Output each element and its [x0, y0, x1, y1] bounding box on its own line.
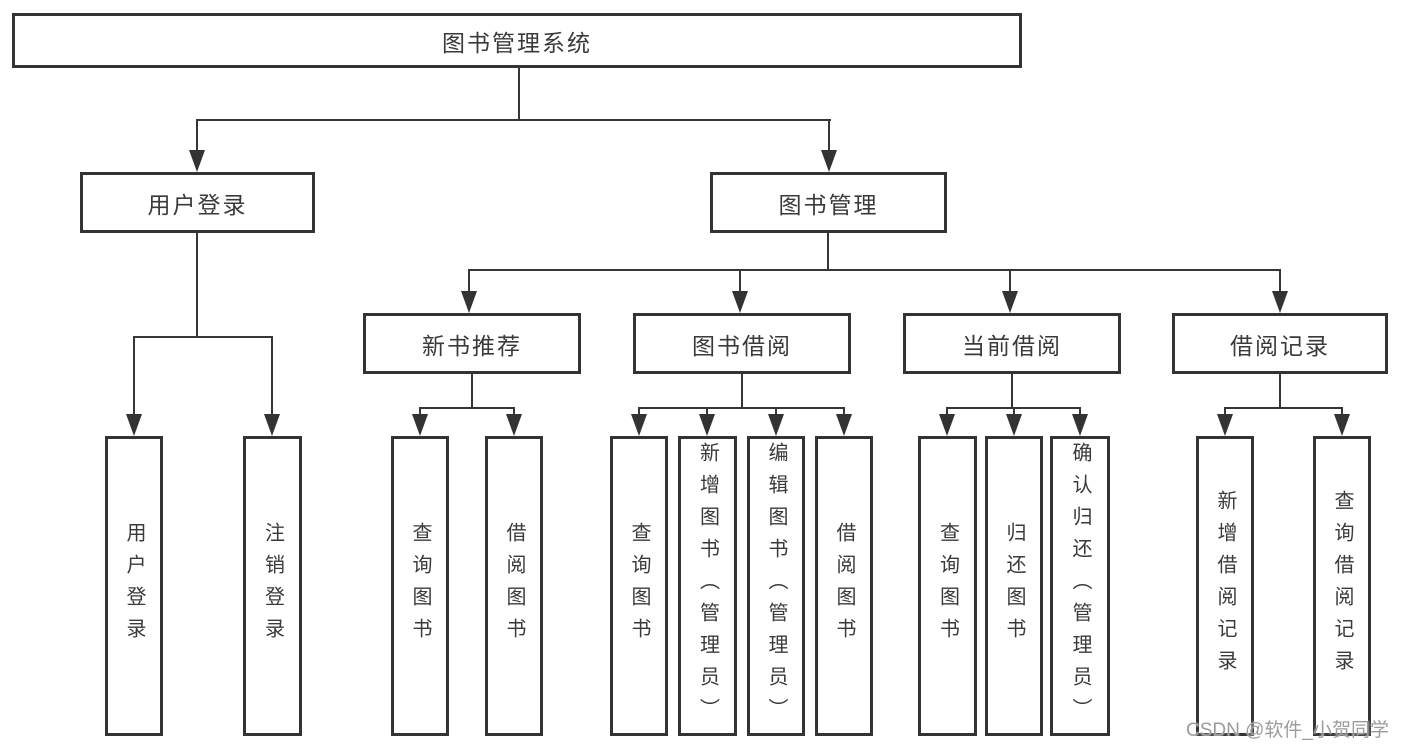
- connector-line: [1224, 407, 1226, 416]
- leaf-confirm-return-admin: 确认归还（管理员）: [1050, 436, 1110, 736]
- connector-line: [946, 407, 948, 416]
- connector-line: [1341, 407, 1343, 416]
- connector-line: [1279, 269, 1281, 293]
- connector-line: [419, 407, 515, 409]
- node-borrowing-records: 借阅记录: [1172, 313, 1388, 374]
- arrow-down-icon: [821, 150, 837, 172]
- node-label: 用户登录: [147, 191, 248, 218]
- leaf-return-book: 归还图书: [985, 436, 1043, 736]
- connector-line: [1079, 407, 1081, 416]
- connector-line: [828, 119, 830, 152]
- connector-line: [638, 407, 845, 409]
- connector-line: [1013, 407, 1015, 416]
- connector-line: [638, 407, 640, 416]
- arrow-down-icon: [732, 291, 748, 313]
- node-label: 图书管理: [778, 191, 879, 218]
- node-library-management-system: 图书管理系统: [12, 13, 1022, 68]
- node-label: 借阅记录: [1230, 332, 1330, 359]
- node-new-book-recommend: 新书推荐: [363, 313, 581, 374]
- csdn-watermark: CSDN @软件_小贺同学: [1186, 720, 1389, 741]
- arrow-down-icon: [699, 414, 715, 436]
- arrow-down-icon: [1072, 414, 1088, 436]
- arrow-down-icon: [1002, 291, 1018, 313]
- node-label: 当前借阅: [962, 332, 1062, 359]
- node-label: 借阅图书: [833, 522, 855, 650]
- connector-line: [133, 336, 273, 338]
- node-label: 借阅图书: [503, 522, 525, 650]
- connector-line: [196, 233, 198, 338]
- node-label: 查询图书: [936, 522, 959, 650]
- node-label: 查询图书: [628, 522, 650, 650]
- connector-line: [468, 269, 1281, 271]
- connector-line: [196, 119, 831, 121]
- arrow-down-icon: [768, 414, 784, 436]
- connector-line: [706, 407, 708, 416]
- leaf-query-borrow-record: 查询借阅记录: [1313, 436, 1371, 736]
- arrow-down-icon: [631, 414, 647, 436]
- connector-line: [471, 374, 473, 409]
- arrow-down-icon: [412, 414, 428, 436]
- leaf-borrow-books-borrowing: 借阅图书: [815, 436, 873, 736]
- leaf-add-book-admin: 新增图书（管理员）: [678, 436, 737, 736]
- connector-line: [827, 233, 829, 271]
- leaf-logout: 注销登录: [243, 436, 302, 736]
- leaf-user-login: 用户登录: [105, 436, 163, 736]
- arrow-down-icon: [506, 414, 522, 436]
- node-current-borrowing: 当前借阅: [903, 313, 1121, 374]
- leaf-query-books-current: 查询图书: [918, 436, 977, 736]
- node-label: 编辑图书（管理员）: [765, 442, 787, 730]
- node-label: 注销登录: [261, 522, 284, 650]
- arrow-down-icon: [939, 414, 955, 436]
- connector-line: [133, 336, 135, 415]
- connector-line: [843, 407, 845, 416]
- node-label: 图书管理系统: [442, 29, 592, 56]
- node-label: 归还图书: [1003, 522, 1025, 650]
- connector-line: [1009, 269, 1011, 293]
- arrow-down-icon: [1334, 414, 1350, 436]
- arrow-down-icon: [461, 291, 477, 313]
- connector-line: [1011, 374, 1013, 409]
- leaf-borrow-books-recommend: 借阅图书: [485, 436, 543, 736]
- leaf-query-books-recommend: 查询图书: [391, 436, 449, 736]
- node-label: 新增借阅记录: [1214, 490, 1236, 682]
- connector-line: [739, 269, 741, 293]
- node-label: 图书借阅: [692, 332, 792, 359]
- connector-line: [468, 269, 470, 293]
- connector-line: [419, 407, 421, 416]
- connector-line: [1279, 374, 1281, 409]
- node-label: 查询借阅记录: [1331, 490, 1353, 682]
- node-book-management: 图书管理: [710, 172, 947, 233]
- node-label: 用户登录: [123, 522, 145, 650]
- arrow-down-icon: [126, 414, 142, 436]
- node-label: 查询图书: [409, 522, 431, 650]
- arrow-down-icon: [1272, 291, 1288, 313]
- node-label: 新书推荐: [422, 332, 522, 359]
- node-label: 新增图书（管理员）: [696, 442, 719, 730]
- leaf-edit-book-admin: 编辑图书（管理员）: [747, 436, 805, 736]
- leaf-query-books-borrowing: 查询图书: [610, 436, 668, 736]
- arrow-down-icon: [264, 414, 280, 436]
- connector-line: [196, 119, 198, 152]
- node-user-login: 用户登录: [80, 172, 315, 233]
- connector-line: [775, 407, 777, 416]
- leaf-add-borrow-record: 新增借阅记录: [1196, 436, 1254, 736]
- node-book-borrowing: 图书借阅: [633, 313, 851, 374]
- connector-line: [513, 407, 515, 416]
- node-label: 确认归还（管理员）: [1069, 442, 1091, 730]
- connector-line: [741, 374, 743, 409]
- arrow-down-icon: [189, 150, 205, 172]
- arrow-down-icon: [1006, 414, 1022, 436]
- connector-line: [1224, 407, 1343, 409]
- arrow-down-icon: [1217, 414, 1233, 436]
- arrow-down-icon: [836, 414, 852, 436]
- connector-line: [271, 336, 273, 415]
- connector-line: [518, 66, 520, 121]
